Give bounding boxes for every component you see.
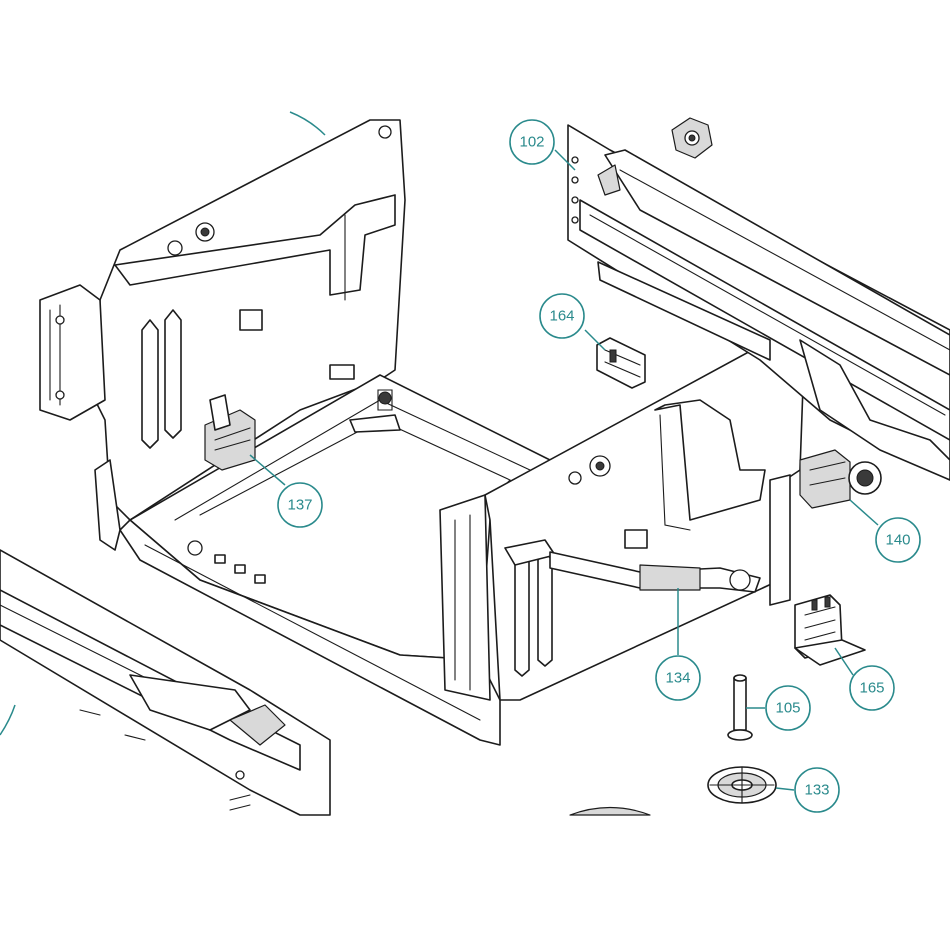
leader-partial-left — [0, 704, 16, 736]
main-frame — [39, 119, 806, 746]
callout-102: 102 — [509, 119, 576, 171]
callout-label-102: 102 — [519, 134, 544, 151]
callout-105: 105 — [746, 685, 811, 731]
callout-leader-140 — [849, 499, 879, 526]
leader-partial-top — [289, 111, 326, 136]
part-137-switch-assembly — [204, 394, 256, 471]
callout-label-137: 137 — [287, 497, 312, 514]
callout-label-105: 105 — [775, 700, 800, 717]
callout-layer: 102 164 137 140 134 165 105 133 — [249, 119, 921, 813]
lower-left-rail — [0, 549, 331, 816]
part-133-foot-disc — [707, 766, 777, 804]
callout-134: 134 — [655, 588, 701, 701]
callout-leader-164 — [584, 329, 606, 351]
part-102-rear-rail — [567, 124, 950, 481]
callout-label-134: 134 — [665, 670, 690, 687]
callout-165: 165 — [834, 647, 895, 711]
callout-bubble-164 — [539, 293, 585, 339]
callout-leader-133 — [775, 787, 795, 791]
callout-leader-137 — [249, 454, 286, 486]
part-partial-disc — [569, 806, 651, 816]
callout-label-165: 165 — [859, 680, 884, 697]
callout-137: 137 — [249, 454, 323, 528]
part-top-nut — [671, 117, 713, 159]
part-164-small-clip — [596, 337, 646, 389]
callout-bubble-140 — [875, 517, 921, 563]
part-165-bracket-clip — [794, 594, 866, 666]
callout-leader-102 — [554, 149, 576, 171]
callout-bubble-102 — [509, 119, 555, 165]
callout-bubble-165 — [849, 665, 895, 711]
callout-140: 140 — [849, 499, 921, 563]
callout-133: 133 — [775, 767, 840, 813]
callout-label-133: 133 — [804, 782, 829, 799]
part-134-rod-assembly — [504, 539, 761, 593]
callout-label-164: 164 — [549, 308, 574, 325]
callout-bubble-134 — [655, 655, 701, 701]
part-140-inlet-valve — [799, 449, 882, 509]
part-105-pin — [727, 674, 753, 741]
callout-164: 164 — [539, 293, 606, 351]
callout-label-140: 140 — [885, 532, 910, 549]
callout-bubble-137 — [277, 482, 323, 528]
callout-bubble-105 — [765, 685, 811, 731]
callout-bubble-133 — [794, 767, 840, 813]
callout-leader-165 — [834, 647, 854, 676]
